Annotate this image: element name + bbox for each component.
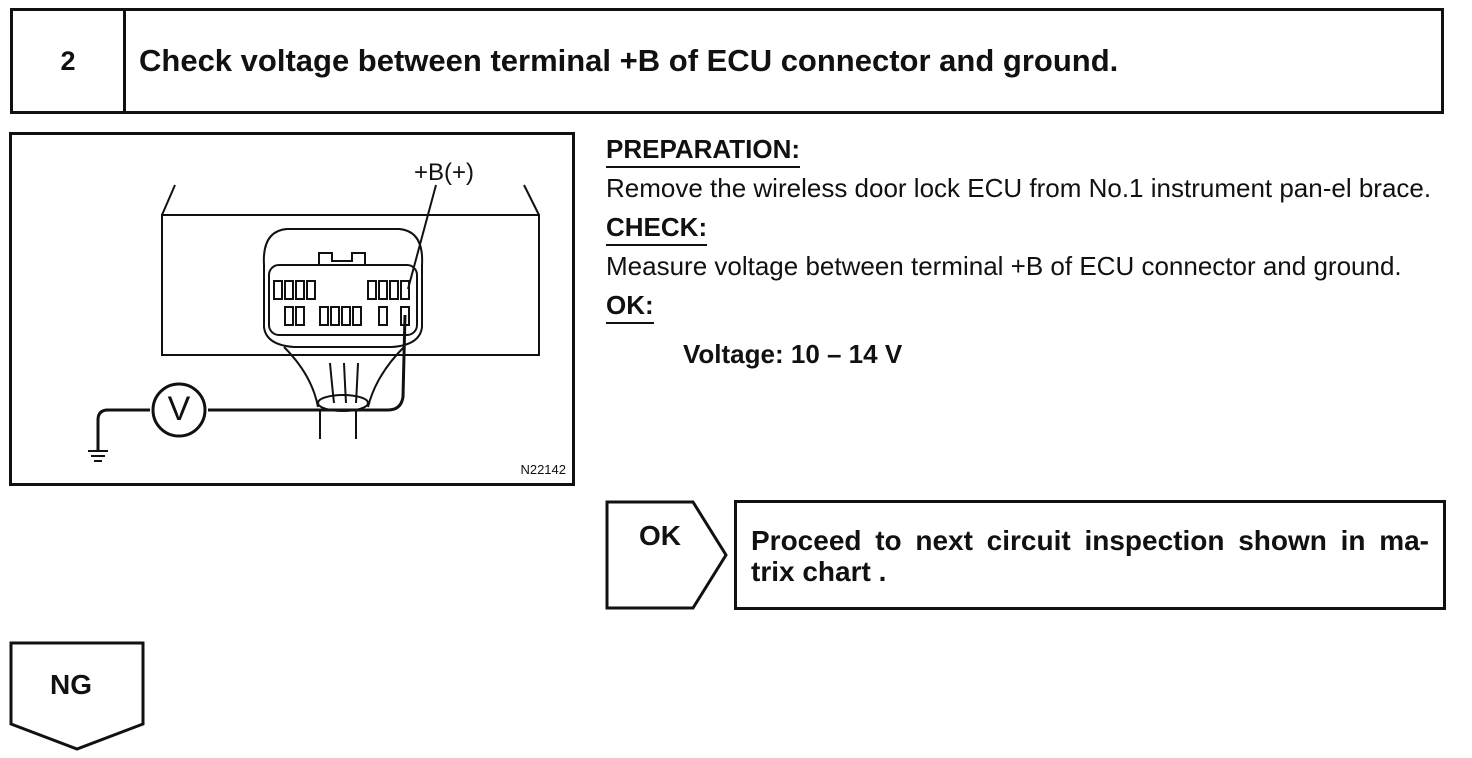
step-header: 2 Check voltage between terminal +B of E… bbox=[10, 8, 1444, 114]
preparation-heading: PREPARATION: bbox=[606, 133, 801, 168]
terminal-label: +B(+) bbox=[414, 159, 475, 186]
ng-arrow-shape bbox=[9, 641, 145, 751]
ok-result-box: Proceed to next circuit inspection shown… bbox=[734, 500, 1446, 610]
ok-arrow-shape bbox=[605, 500, 728, 610]
step-title: Check voltage between terminal +B of ECU… bbox=[139, 43, 1119, 78]
figure-code: N22142 bbox=[520, 462, 566, 477]
check-heading: CHECK: bbox=[606, 211, 708, 246]
voltmeter-symbol: V bbox=[167, 390, 191, 428]
step-number: 2 bbox=[13, 11, 126, 111]
instructions: PREPARATION: Remove the wireless door lo… bbox=[606, 130, 1446, 374]
ok-heading: OK: bbox=[606, 289, 654, 324]
connector-diagram bbox=[88, 184, 540, 462]
ok-spec: Voltage: 10 – 14 V bbox=[683, 339, 903, 369]
wiring-figure: +B(+) V N22142 bbox=[9, 132, 575, 486]
preparation-text: Remove the wireless door lock ECU from N… bbox=[606, 173, 1432, 203]
check-text: Measure voltage between terminal +B of E… bbox=[606, 251, 1402, 281]
ng-label: NG bbox=[50, 669, 92, 700]
ok-label: OK bbox=[639, 520, 681, 551]
ok-result-text: Proceed to next circuit inspection shown… bbox=[751, 525, 1429, 587]
